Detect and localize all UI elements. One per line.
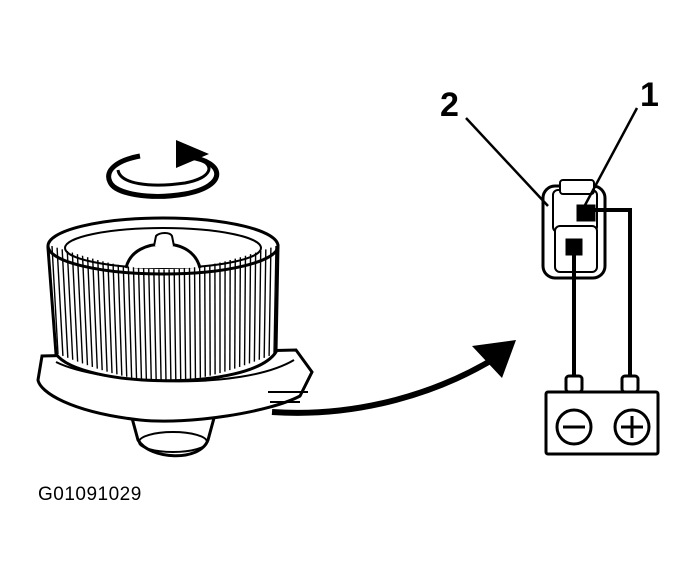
rotation-arrow-icon [106, 140, 220, 199]
fan-blade [61, 249, 69, 358]
fan-blade [51, 245, 59, 355]
fan-blade [107, 262, 113, 374]
fan-blade [86, 257, 94, 367]
fan-blade [193, 267, 197, 379]
test-leads [572, 208, 632, 378]
fan-blade [273, 245, 277, 355]
battery [544, 374, 660, 456]
fan-blade [97, 259, 103, 371]
callout-1: 1 [640, 76, 659, 114]
fan-blade [81, 255, 89, 366]
pointer-arrow-icon [271, 340, 516, 416]
fan-blade [163, 269, 167, 382]
fan-blade [248, 254, 252, 364]
fan-blade [92, 258, 98, 369]
fan-blade [263, 249, 267, 358]
fan-blade [178, 268, 182, 381]
figure-code: G01091029 [38, 484, 142, 505]
connector [541, 179, 607, 280]
fan-blade [258, 250, 262, 360]
fan-blade [153, 269, 157, 381]
fan-blade [158, 269, 162, 381]
fan-blade [117, 264, 123, 376]
fan-blades [51, 245, 277, 382]
fan-blade [142, 268, 148, 380]
fan-blade [238, 257, 242, 367]
fan-blade [148, 268, 152, 381]
fan-blade [122, 265, 128, 377]
fan-blade [66, 250, 74, 360]
callout-2: 2 [440, 86, 459, 124]
fan-blade [204, 265, 206, 377]
fan-blade [168, 269, 172, 381]
fan-blade [132, 267, 138, 379]
fan-blade [234, 258, 236, 369]
fan-blade [183, 268, 187, 380]
leader-lines [465, 107, 639, 208]
fan-blade [253, 252, 257, 362]
fan-blade [137, 267, 143, 380]
fan-blade [102, 261, 108, 372]
fan-blade [268, 247, 272, 356]
fan-blade [56, 247, 64, 356]
fan-blade [112, 263, 118, 375]
fan-blade [127, 266, 133, 378]
fan-blade [198, 266, 202, 378]
fan-blade [76, 254, 84, 364]
fan-blade [71, 252, 79, 362]
fan-blade [173, 269, 177, 381]
fan-blade [243, 255, 247, 366]
fan-blade [188, 267, 192, 380]
